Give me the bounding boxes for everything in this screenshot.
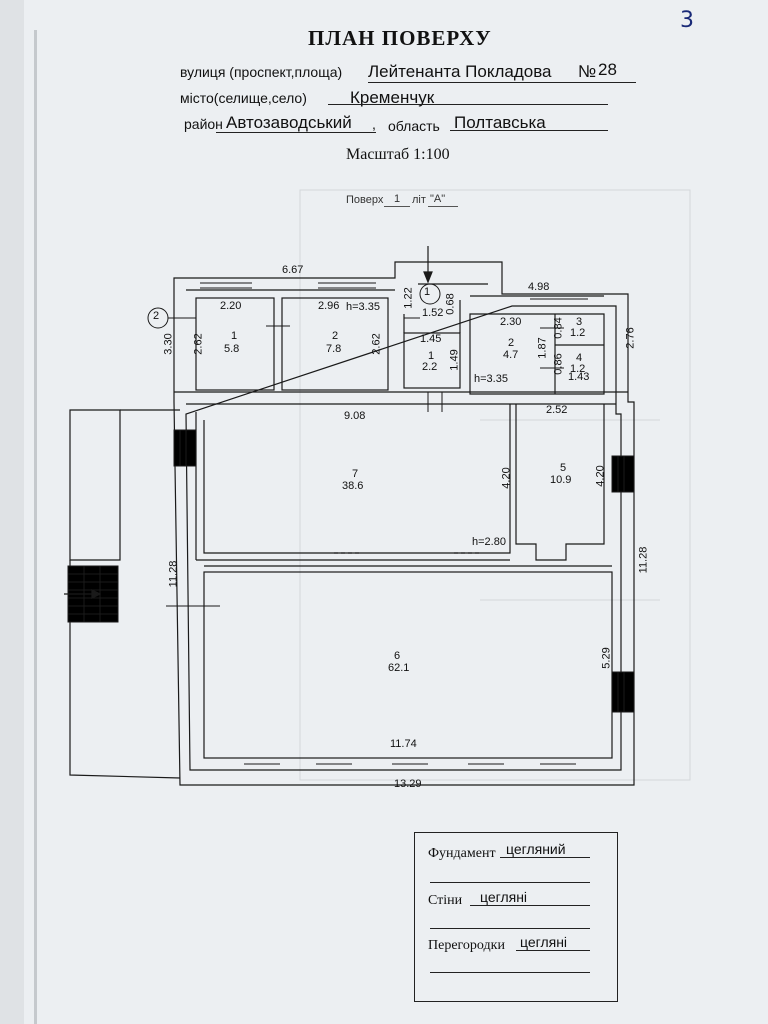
lit-label: літ	[412, 194, 426, 206]
dim-1-52: 1.52	[422, 307, 444, 319]
room-7-area: 38.6	[342, 480, 364, 492]
dim-0-86: 0.86	[552, 353, 565, 375]
lit-underline	[428, 206, 458, 207]
partitions-value: цегляні	[520, 934, 568, 950]
region-value: Полтавська	[454, 113, 546, 132]
floor-label: Поверх	[346, 194, 384, 206]
foundation-label: Фундамент	[428, 846, 496, 861]
page-number: 3	[680, 8, 694, 33]
city-value: Кременчук	[350, 88, 435, 107]
partitions-line-2	[430, 972, 590, 973]
dim-3-30: 3.30	[162, 333, 175, 355]
floor-value: 1	[394, 193, 401, 205]
dim-4-98: 4.98	[528, 281, 550, 293]
marker-2: 2	[153, 310, 160, 322]
foundation-value: цегляний	[506, 841, 566, 857]
scale-label: Масштаб 1:100	[346, 146, 450, 163]
street-underline	[368, 82, 636, 83]
room-2b-number: 2	[508, 337, 515, 349]
marker-1: 1	[424, 286, 431, 298]
dim-0-68: 0.68	[444, 293, 457, 315]
room-7-number: 7	[352, 468, 359, 480]
dim-13-29: 13.29	[394, 778, 422, 790]
room-2-area: 7.8	[326, 343, 342, 355]
paper-sheet	[24, 0, 768, 1024]
dim-4-20-b: 4.20	[594, 465, 607, 487]
room-2-number: 2	[332, 330, 339, 342]
walls-underline	[470, 905, 590, 906]
dim-11-28-a: 11.28	[167, 560, 180, 588]
dim-2-96: 2.96	[318, 300, 340, 312]
room-1-area: 5.8	[224, 343, 240, 355]
dim-h-3-35-a: h=3.35	[346, 301, 380, 313]
dim-h-3-35-b: h=3.35	[474, 373, 508, 385]
foundation-line-2	[430, 882, 590, 883]
dim-9-08: 9.08	[344, 410, 366, 422]
walls-value: цегляні	[480, 889, 528, 905]
dim-2-52: 2.52	[546, 404, 568, 416]
room-1b-number: 1	[428, 350, 435, 362]
room-6-area: 62.1	[388, 662, 410, 674]
dim-2-30: 2.30	[500, 316, 522, 328]
materials-legend	[414, 832, 618, 1002]
street-label: вулиця (проспект,площа)	[180, 64, 343, 80]
floor-underline	[384, 206, 410, 207]
dim-6-67: 6.67	[282, 264, 304, 276]
number-prefix: №	[578, 62, 597, 81]
dim-1-49: 1.49	[448, 349, 461, 371]
dim-4-20-a: 4.20	[500, 467, 513, 489]
dim-1-22: 1.22	[402, 287, 415, 309]
dim-5-29: 5.29	[600, 647, 613, 669]
page-edge	[34, 30, 37, 1024]
dim-2-76: 2.76	[624, 327, 637, 349]
room-4-number: 4	[576, 352, 583, 364]
number-value: 28	[598, 60, 617, 79]
room-2b-area: 4.7	[503, 349, 519, 361]
city-underline	[328, 104, 608, 105]
room-4-area: 1.2	[570, 363, 586, 375]
room-1-number: 1	[231, 330, 238, 342]
dim-11-28-b: 11.28	[637, 546, 650, 574]
dim-1-43: 1.43	[568, 371, 590, 383]
walls-line-2	[430, 928, 590, 929]
dim-11-74: 11.74	[390, 738, 417, 750]
dim-1-45: 1.45	[420, 333, 442, 345]
region-label: область	[388, 118, 440, 134]
room-1b-area: 2.2	[422, 361, 438, 373]
region-underline	[450, 130, 608, 131]
district-label: район	[184, 116, 223, 132]
partitions-label: Перегородки	[428, 938, 505, 953]
district-comma: ,	[372, 116, 376, 132]
room-5-area: 10.9	[550, 474, 572, 486]
walls-label: Стіни	[428, 893, 463, 908]
dim-1-87: 1.87	[536, 337, 549, 359]
room-5-number: 5	[560, 462, 567, 474]
district-underline	[216, 132, 376, 133]
city-label: місто(селище,село)	[180, 90, 307, 106]
dim-2-20: 2.20	[220, 300, 242, 312]
dim-2-62-b: 2.62	[370, 333, 383, 355]
room-6-number: 6	[394, 650, 401, 662]
dim-2-62-a: 2.62	[192, 333, 205, 355]
page-title: ПЛАН ПОВЕРХУ	[308, 26, 492, 50]
dim-h-2-80: h=2.80	[472, 536, 506, 548]
district-value: Автозаводський	[226, 113, 352, 132]
partitions-underline	[516, 950, 590, 951]
lit-value: "А"	[430, 193, 446, 205]
foundation-underline	[500, 857, 590, 858]
room-3-area: 1.2	[570, 327, 586, 339]
street-value: Лейтенанта Покладова	[368, 62, 552, 81]
dim-0-84: 0.84	[552, 317, 565, 339]
room-3-number: 3	[576, 316, 583, 328]
